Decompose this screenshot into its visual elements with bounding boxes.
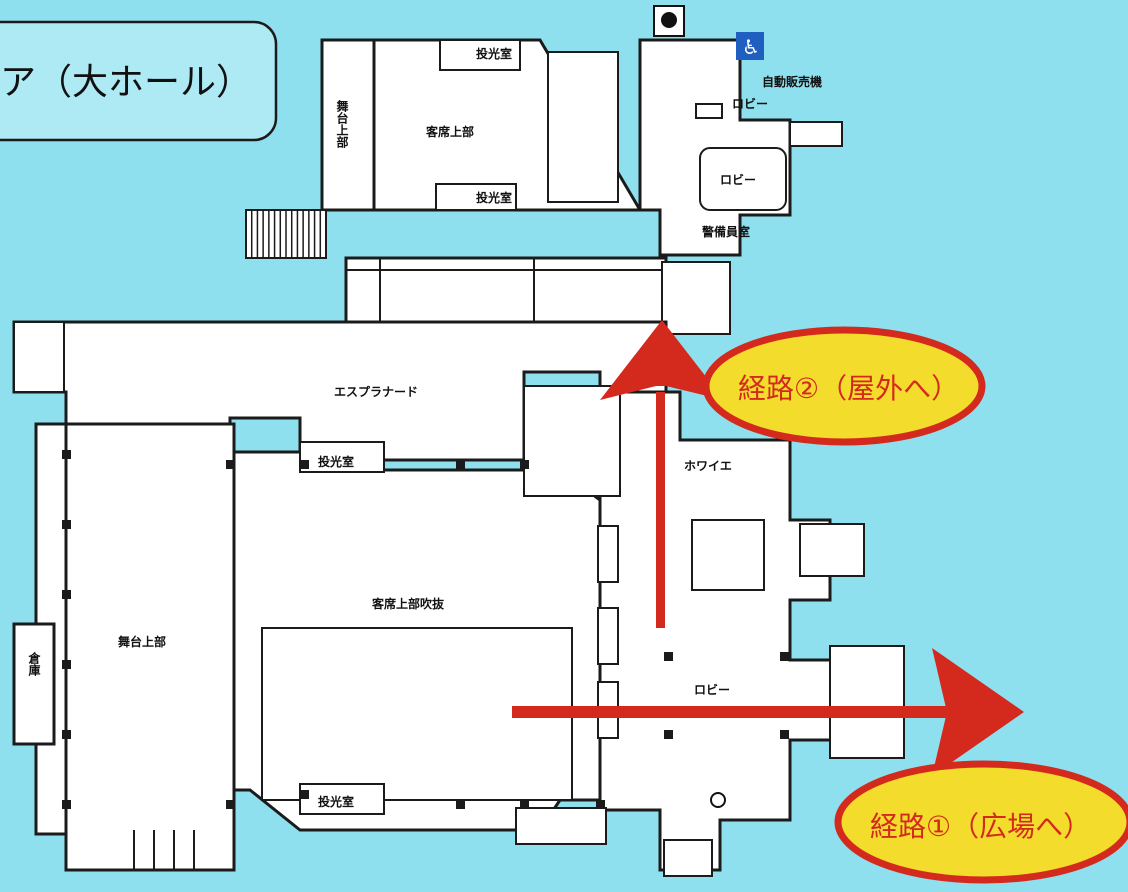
pillar [62,590,71,599]
upper-seat-block [547,51,619,203]
pillar [300,460,309,469]
wheelchair-icon: ♿ [736,32,764,60]
esplanade-stair [661,261,731,335]
projection-room-mid [435,183,517,211]
foyer-right-stair [799,523,865,577]
pillar [780,652,789,661]
projection-room-upper [299,441,385,473]
page-title: ア（大ホール） [0,62,252,103]
main-building [12,385,905,877]
label-lobby-mid: ロビー [720,172,756,187]
title-box: ア（大ホール） [0,20,278,142]
lobby-right-stair [829,645,905,759]
pillar [664,730,673,739]
label-upper-stage: 舞台上部 [335,99,349,149]
label-lobby-top: ロビー [732,96,768,111]
stage-gate-lines [133,830,195,870]
pillar [62,450,71,459]
label-storage: 倉庫 [27,651,41,677]
pillar [520,800,529,809]
storage-room [12,622,56,746]
route-1-callout: 経路①（広場へ） [834,760,1128,884]
pillar [62,730,71,739]
lobby-column-marker [710,792,726,808]
esplanade-left-stair [13,321,65,393]
pillar [456,460,465,469]
label-stage-upper: 舞台上部 [117,634,166,649]
route-1-shaft [512,706,948,718]
foyer-inner-stair [691,519,765,591]
label-upper-seats: 客席上部 [425,124,474,139]
route-2-arrowhead [600,320,724,400]
label-esplanade: エスプラナード [334,384,418,399]
svg-text:♿: ♿ [742,35,760,59]
route-2-label: 経路②（屋外へ） [738,372,959,405]
label-security: 警備員室 [701,224,750,239]
route-1-arrowhead [932,648,1024,776]
foyer-stair [523,385,621,497]
vending-box [695,103,723,119]
label-projection-upper: 投光室 [318,454,354,469]
pillar [62,520,71,529]
label-seats-void: 客席上部吹抜 [371,596,445,611]
pillar [300,790,309,799]
upper-stage-block [320,38,376,212]
label-projection-lower: 投光室 [318,794,354,809]
label-vending: 自動販売機 [762,74,822,89]
room-labels: 投光室 投光室 客席上部 舞台上部 自動販売機 ロビー ロビー 警備員室 エスプ… [27,46,822,809]
pillar [456,800,465,809]
pillar [780,730,789,739]
pillar [226,800,235,809]
pillar [62,660,71,669]
label-foyer: ホワイエ [684,459,732,473]
upper-building: ♿ [245,5,843,335]
projection-room-top [439,39,521,71]
lobby-bench-1 [597,525,619,583]
lobby-bench-2 [597,607,619,665]
route-arrows [512,320,1024,776]
pillar [664,652,673,661]
label-projection-top: 投光室 [476,46,512,61]
pillar [520,460,529,469]
stage-upper-block [64,422,236,872]
route-2-shaft [656,392,665,628]
elevator-icon [653,5,685,37]
upper-lobby-room [699,147,787,211]
bottom-stair [515,807,607,845]
pillar [596,800,605,809]
bottom-right-stair [663,839,713,877]
label-projection-mid: 投光室 [476,190,512,205]
upper-corridor [344,256,668,324]
pillar [226,460,235,469]
upper-right-stair [789,121,843,147]
route-2-callout: 経路②（屋外へ） [702,326,986,446]
pillar [62,800,71,809]
label-lobby-low: ロビー [694,682,730,697]
route-1-label: 経路①（広場へ） [870,810,1091,843]
